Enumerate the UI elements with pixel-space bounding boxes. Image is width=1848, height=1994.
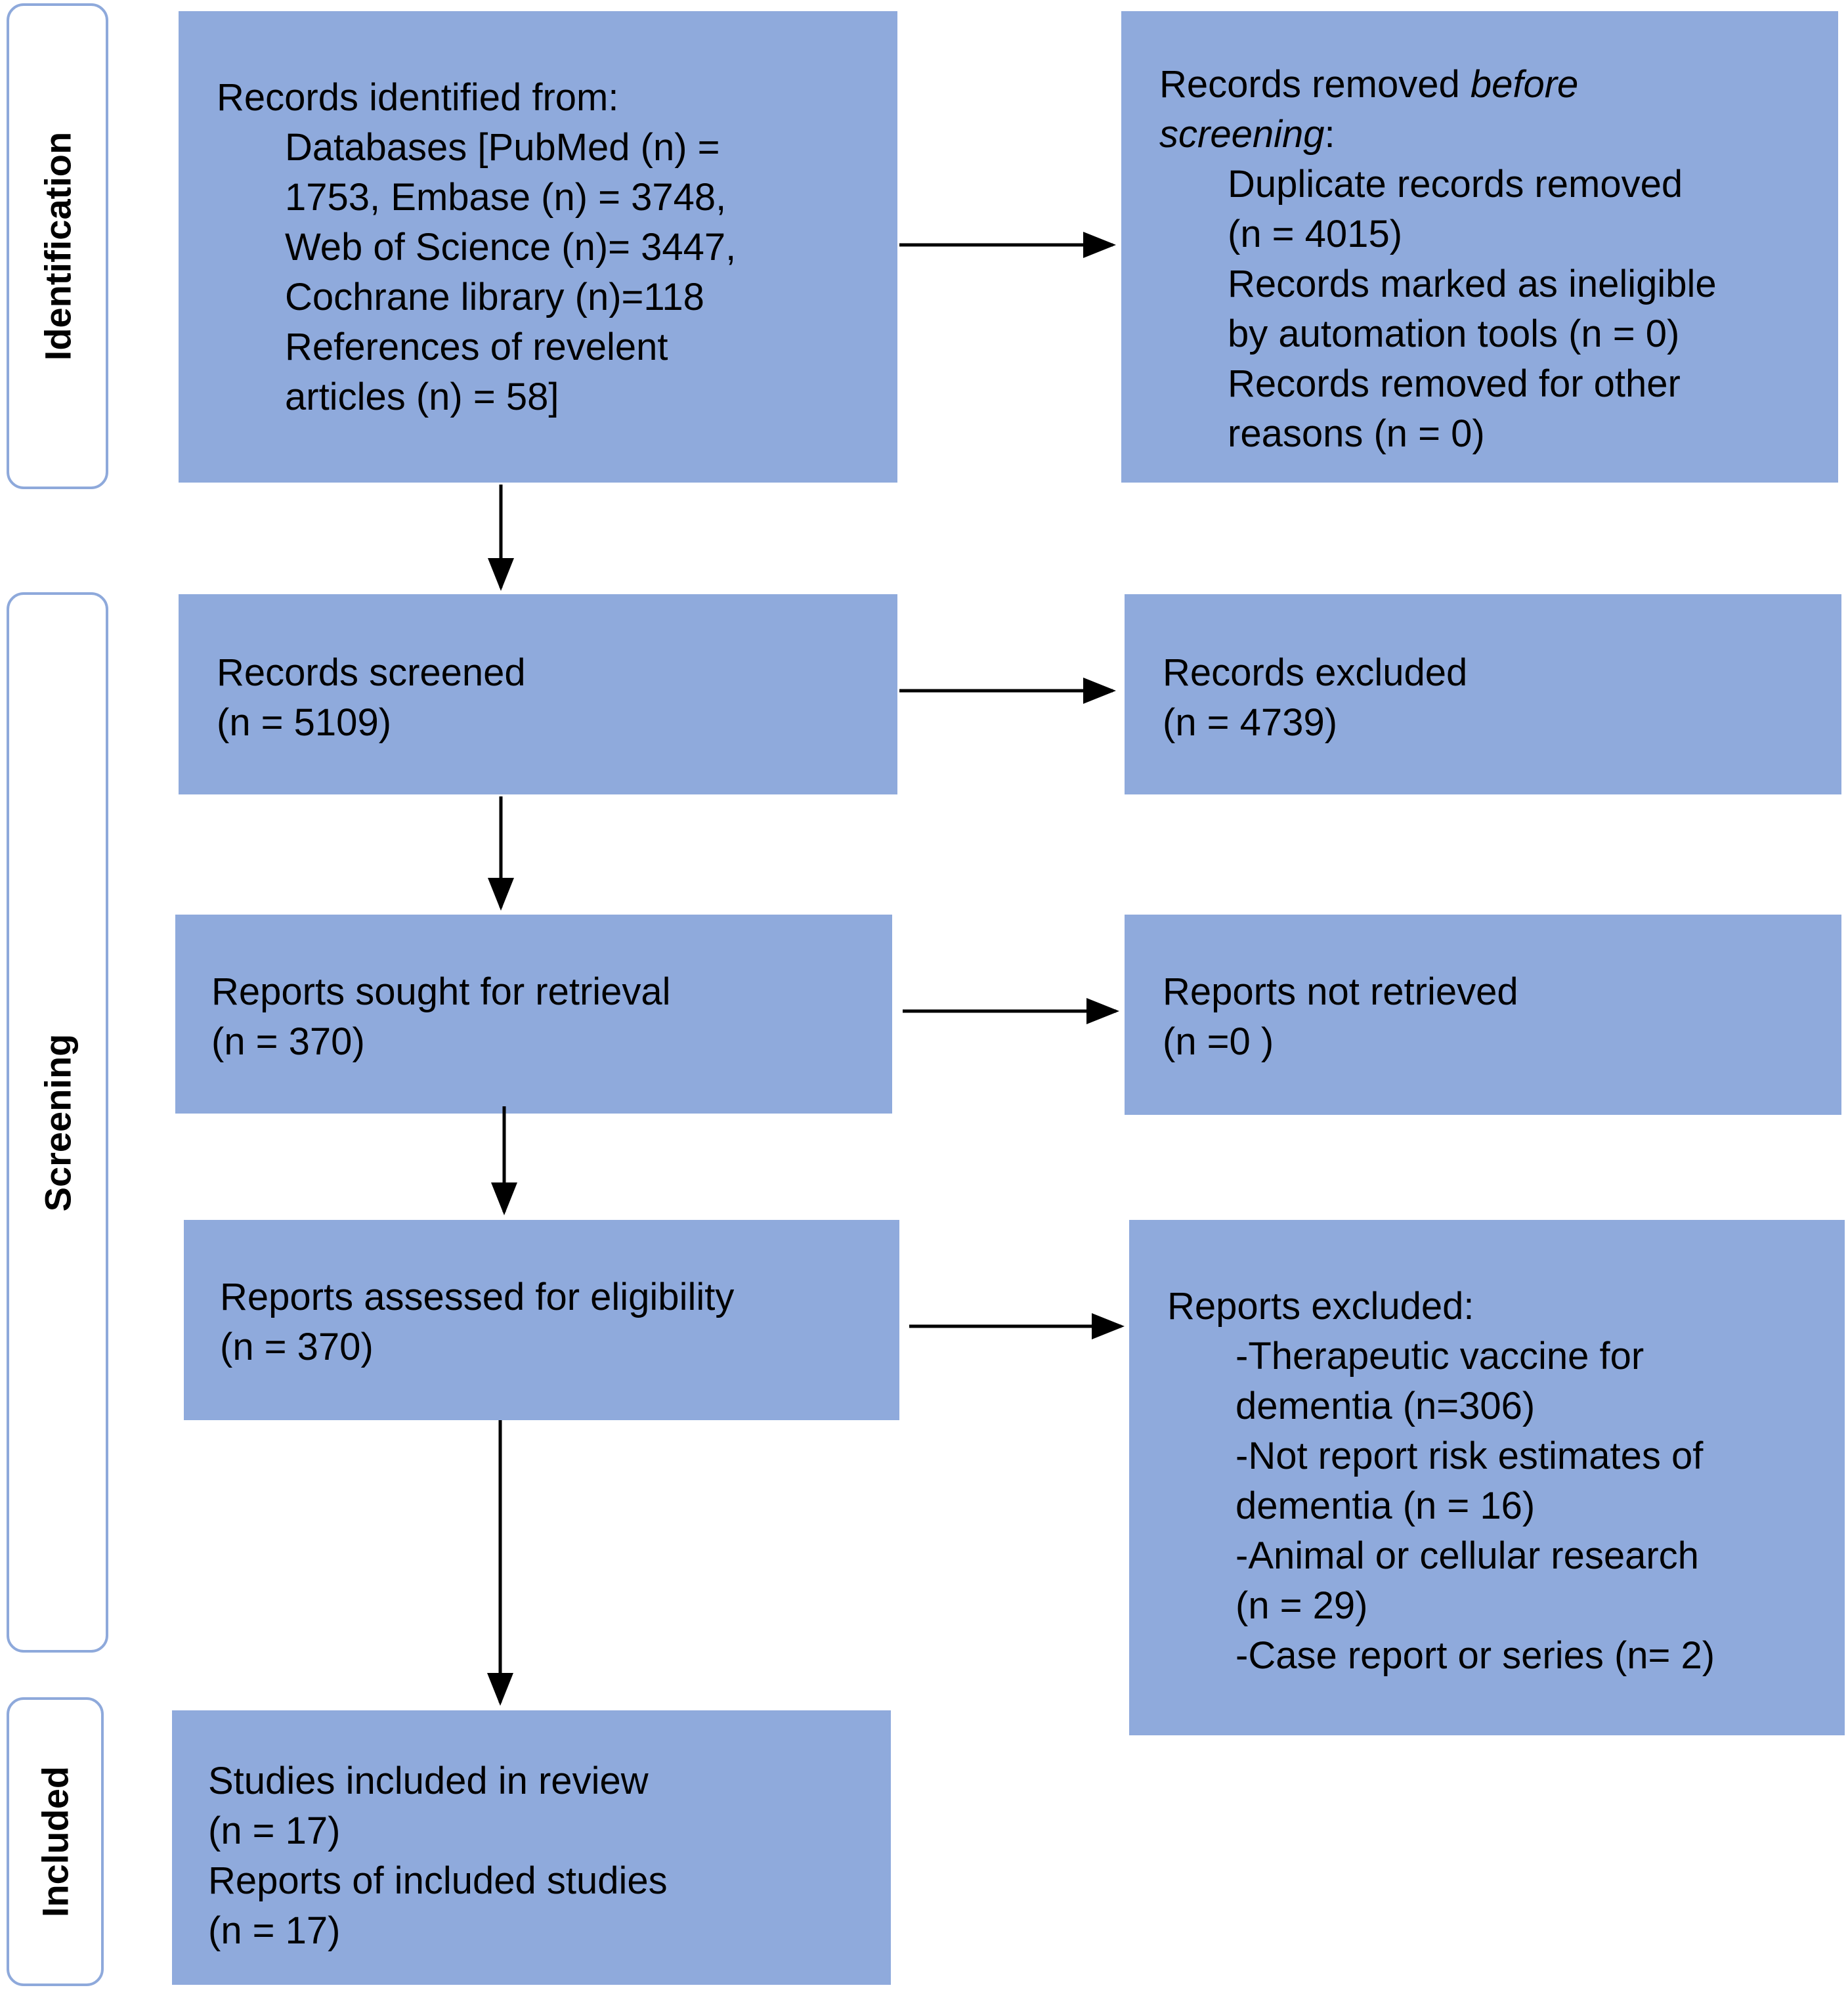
records-removed-heading-line2: screening: (1159, 110, 1838, 160)
screened-line: Records screened (217, 651, 526, 694)
reports-excluded-line: dementia (n = 16) (1236, 1485, 1536, 1527)
included-line: (n = 17) (208, 1810, 341, 1852)
sought-line: Reports sought for retrieval (211, 970, 671, 1013)
identified-line: 1753, Embase (n) = 3748, (285, 176, 727, 219)
box-reports-sought: Reports sought for retrieval (n = 370) (175, 915, 892, 1114)
removed-heading-colon: : (1324, 113, 1335, 156)
phase-screening: Screening (7, 592, 108, 1653)
not-retrieved-line: (n =0 ) (1163, 1020, 1274, 1063)
assessed-line: (n = 370) (220, 1326, 374, 1368)
removed-line: by automation tools (n = 0) (1228, 313, 1680, 355)
reports-excluded-line: -Animal or cellular research (1236, 1534, 1699, 1577)
reports-excluded-line: (n = 29) (1236, 1584, 1368, 1627)
included-line: (n = 17) (208, 1909, 341, 1952)
box-reports-not-retrieved: Reports not retrieved (n =0 ) (1125, 915, 1841, 1115)
removed-line: (n = 4015) (1228, 213, 1403, 255)
screened-line: (n = 5109) (217, 701, 392, 744)
reports-excluded-line: -Case report or series (n= 2) (1236, 1634, 1715, 1677)
identified-line: Cochrane library (n)=118 (285, 276, 704, 318)
included-line: Reports of included studies (208, 1859, 668, 1902)
phase-included: Included (7, 1697, 104, 1986)
box-records-excluded: Records excluded (n = 4739) (1125, 594, 1841, 794)
reports-excluded-line: -Therapeutic vaccine for (1236, 1335, 1644, 1377)
removed-heading-italic: before (1470, 63, 1579, 106)
box-reports-excluded: Reports excluded: -Therapeutic vaccine f… (1129, 1220, 1845, 1735)
removed-line: reasons (n = 0) (1228, 412, 1485, 455)
reports-excluded-line: -Not report risk estimates of (1236, 1435, 1704, 1477)
box-records-removed: Records removed before screening: Duplic… (1121, 11, 1838, 483)
excluded-line: (n = 4739) (1163, 701, 1338, 744)
excluded-line: Records excluded (1163, 651, 1468, 694)
removed-heading-screening: screening (1159, 113, 1325, 156)
removed-line: Records marked as ineligible (1228, 263, 1717, 305)
identified-line: Web of Science (n)= 3447, (285, 226, 737, 269)
assessed-line: Reports assessed for eligibility (220, 1276, 735, 1318)
removed-line: Records removed for other (1228, 362, 1681, 405)
identified-line: References of revelent (285, 326, 668, 368)
box-studies-included: Studies included in review (n = 17) Repo… (172, 1710, 891, 1985)
not-retrieved-line: Reports not retrieved (1163, 970, 1518, 1013)
reports-excluded-heading: Reports excluded: (1167, 1285, 1474, 1328)
box-records-identified: Records identified from: Databases [PubM… (179, 11, 897, 483)
records-removed-heading: Records removed before (1159, 60, 1838, 110)
records-identified-heading: Records identified from: (217, 76, 619, 119)
removed-heading-prefix: Records removed (1159, 63, 1471, 106)
included-line: Studies included in review (208, 1760, 649, 1802)
sought-line: (n = 370) (211, 1020, 365, 1063)
box-reports-assessed: Reports assessed for eligibility (n = 37… (184, 1220, 899, 1420)
identified-line: articles (n) = 58] (285, 376, 559, 418)
phase-identification: Identification (7, 3, 108, 489)
removed-line: Duplicate records removed (1228, 163, 1683, 206)
box-records-screened: Records screened (n = 5109) (179, 594, 897, 794)
reports-excluded-line: dementia (n=306) (1236, 1385, 1536, 1427)
identified-line: Databases [PubMed (n) = (285, 126, 720, 169)
